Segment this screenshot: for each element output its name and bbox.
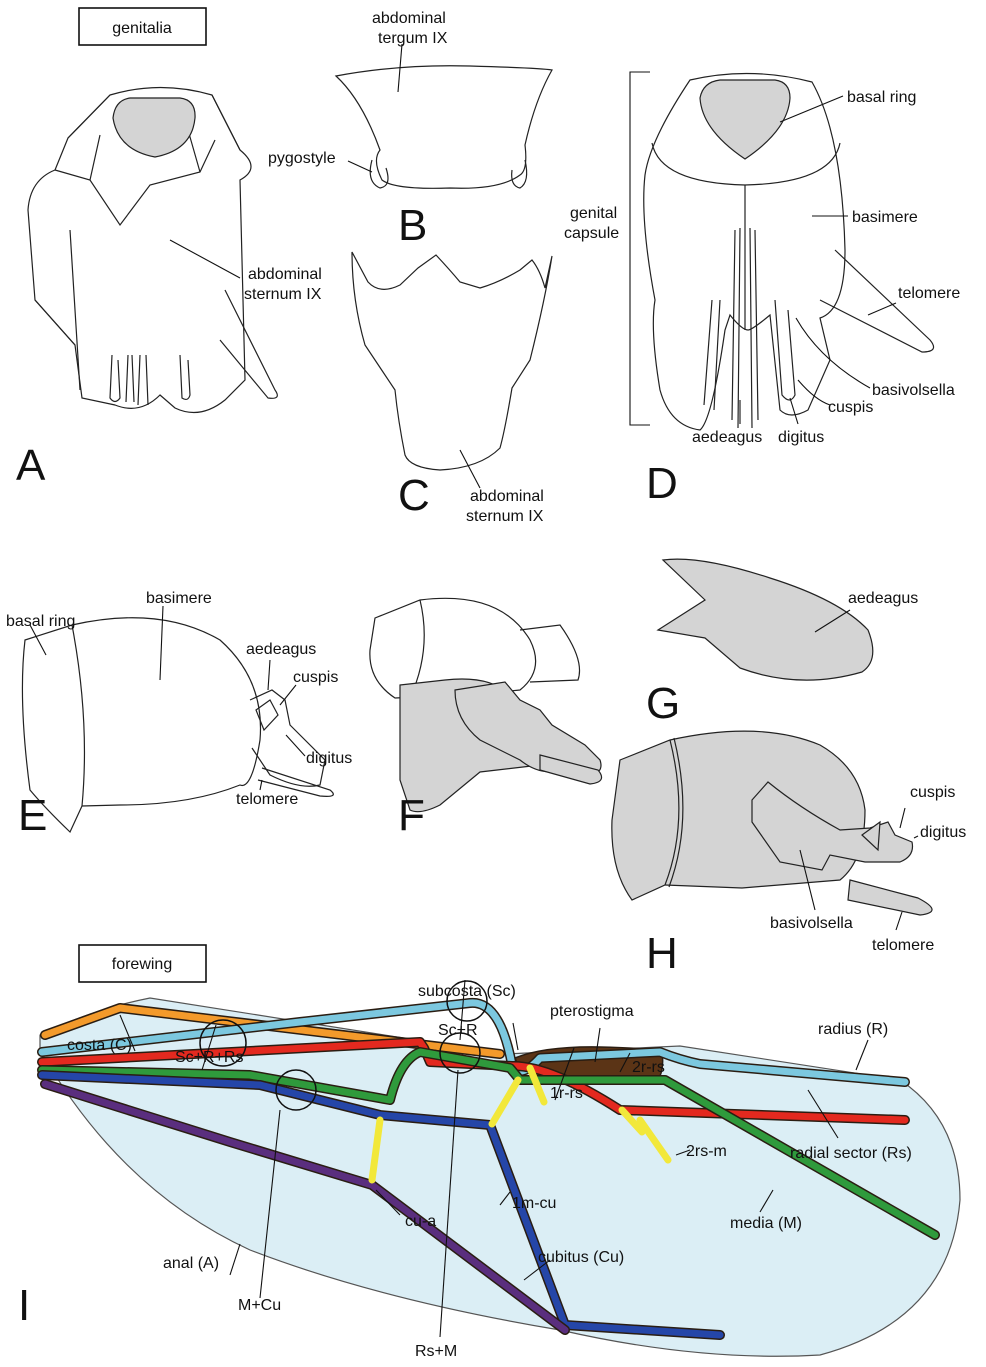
panel-b-tergum: abdominal tergum IX pygostyle B xyxy=(268,10,552,250)
svg-text:telomere: telomere xyxy=(898,285,960,302)
svg-text:radius (R): radius (R) xyxy=(818,1021,888,1038)
panel-h-lateral-shaded: cuspis digitus basivolsella telomere H xyxy=(612,731,966,978)
svg-text:basivolsella: basivolsella xyxy=(770,915,853,932)
svg-text:basimere: basimere xyxy=(852,209,918,226)
svg-text:I: I xyxy=(18,1281,30,1330)
genitalia-title-box: genitalia xyxy=(79,8,206,45)
svg-text:forewing: forewing xyxy=(112,956,172,973)
svg-text:abdominal: abdominal xyxy=(470,488,544,505)
svg-text:C: C xyxy=(398,471,430,520)
panel-d-capsule: genital capsule basal ring basimere telo… xyxy=(564,72,960,508)
svg-text:media (M): media (M) xyxy=(730,1215,802,1232)
svg-text:subcosta (Sc): subcosta (Sc) xyxy=(418,983,516,1000)
svg-text:basivolsella: basivolsella xyxy=(872,382,955,399)
panel-f-schematic: F xyxy=(370,598,602,840)
svg-text:pterostigma: pterostigma xyxy=(550,1003,634,1020)
svg-text:cuspis: cuspis xyxy=(293,669,338,686)
svg-text:G: G xyxy=(646,679,680,728)
panel-g-aedeagus: aedeagus G xyxy=(646,559,918,728)
svg-text:2rs-m: 2rs-m xyxy=(686,1143,727,1160)
svg-text:cubitus (Cu): cubitus (Cu) xyxy=(538,1249,624,1266)
svg-text:B: B xyxy=(398,201,427,250)
svg-text:basal ring: basal ring xyxy=(847,89,916,106)
svg-text:Sc+R+Rs: Sc+R+Rs xyxy=(175,1049,243,1066)
svg-text:costa (C): costa (C) xyxy=(67,1037,132,1054)
svg-text:cu-a: cu-a xyxy=(405,1213,436,1230)
svg-text:digitus: digitus xyxy=(306,750,352,767)
svg-text:2r-rs: 2r-rs xyxy=(632,1059,665,1076)
svg-text:F: F xyxy=(398,791,425,840)
svg-text:Sc+R: Sc+R xyxy=(438,1022,478,1039)
svg-text:anal (A): anal (A) xyxy=(163,1255,219,1272)
panel-e-lateral: basal ring basimere aedeagus cuspis digi… xyxy=(6,590,352,840)
svg-text:abdominal: abdominal xyxy=(372,10,446,27)
svg-text:sternum IX: sternum IX xyxy=(466,508,544,525)
svg-text:capsule: capsule xyxy=(564,225,619,242)
svg-text:tergum IX: tergum IX xyxy=(378,30,448,47)
svg-text:digitus: digitus xyxy=(778,429,824,446)
svg-text:basimere: basimere xyxy=(146,590,212,607)
svg-text:E: E xyxy=(18,791,47,840)
svg-text:aedeagus: aedeagus xyxy=(246,641,316,658)
svg-text:cuspis: cuspis xyxy=(910,784,955,801)
svg-text:basal ring: basal ring xyxy=(6,613,75,630)
svg-text:1m-cu: 1m-cu xyxy=(512,1195,556,1212)
svg-text:1r-rs: 1r-rs xyxy=(550,1085,583,1102)
panel-i-forewing: subcosta (Sc) pterostigma radius (R) cos… xyxy=(18,980,960,1360)
svg-text:D: D xyxy=(646,459,678,508)
forewing-title-box: forewing xyxy=(79,945,206,982)
svg-text:genital: genital xyxy=(570,205,617,222)
svg-text:pygostyle: pygostyle xyxy=(268,150,336,167)
svg-text:genitalia: genitalia xyxy=(112,20,172,37)
svg-text:aedeagus: aedeagus xyxy=(848,590,918,607)
svg-text:abdominal: abdominal xyxy=(248,266,322,283)
svg-text:radial sector (Rs): radial sector (Rs) xyxy=(790,1145,912,1162)
svg-text:cuspis: cuspis xyxy=(828,399,873,416)
svg-text:telomere: telomere xyxy=(872,937,934,954)
svg-text:telomere: telomere xyxy=(236,791,298,808)
svg-text:digitus: digitus xyxy=(920,824,966,841)
svg-text:M+Cu: M+Cu xyxy=(238,1297,281,1314)
svg-text:aedeagus: aedeagus xyxy=(692,429,762,446)
panel-a-genitalia-ventral: abdominal sternum IX A xyxy=(16,88,322,491)
svg-text:sternum IX: sternum IX xyxy=(244,286,322,303)
svg-text:A: A xyxy=(16,441,46,490)
svg-text:Rs+M: Rs+M xyxy=(415,1343,457,1360)
svg-text:H: H xyxy=(646,929,678,978)
panel-c-sternum: abdominal sternum IX C xyxy=(352,252,552,525)
